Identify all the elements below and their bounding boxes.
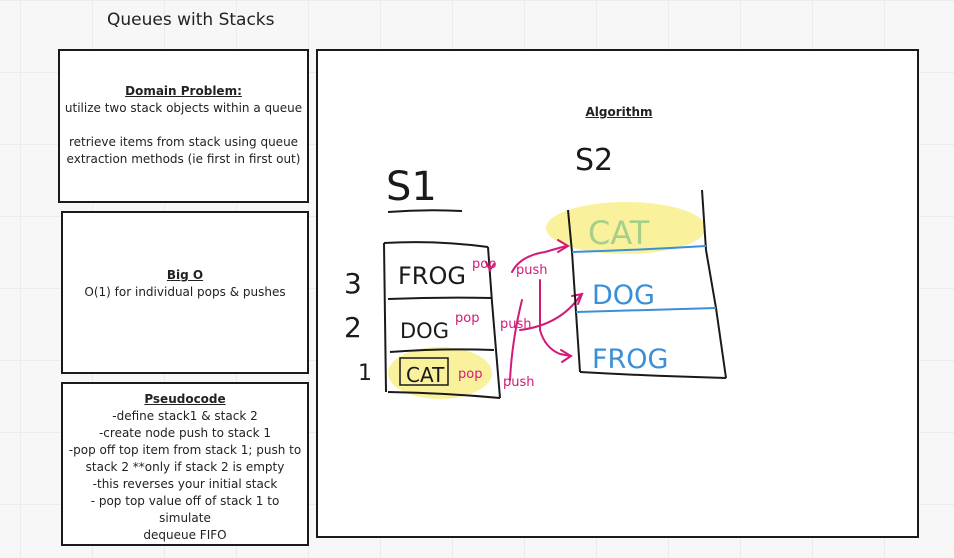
big-o-line: O(1) for individual pops & pushes xyxy=(84,285,286,299)
pseudocode-line: -pop off top item from stack 1; push to xyxy=(68,443,302,457)
pseudocode-heading: Pseudocode xyxy=(144,392,226,406)
row-number: 1 xyxy=(358,361,372,386)
pop-label: pop xyxy=(458,367,482,382)
big-o-heading: Big O xyxy=(166,268,204,282)
stack1-outline xyxy=(383,241,501,399)
domain-problem-line: retrieve items from stack using queue xyxy=(68,135,299,149)
pseudocode-line: stack 2 **only if stack 2 is empty xyxy=(85,460,285,474)
row-number: 3 xyxy=(344,267,362,300)
algorithm-heading: Algorithm xyxy=(585,105,653,119)
push-label: push xyxy=(516,263,548,278)
cat-highlight-s1 xyxy=(388,347,492,399)
stack2-item: CAT xyxy=(588,214,650,252)
pseudocode-line: - pop top value off of stack 1 to simula… xyxy=(90,494,280,525)
push-arrows xyxy=(485,239,584,381)
stack2-item: FROG xyxy=(592,344,668,375)
s1-label: S1 xyxy=(386,164,437,210)
stack2-item: DOG xyxy=(592,280,655,311)
stack2-dividers xyxy=(571,245,717,313)
cat-highlight-s2 xyxy=(546,202,706,254)
row-number: 2 xyxy=(344,311,362,344)
domain-problem-heading: Domain Problem: xyxy=(125,84,242,98)
s2-label: S2 xyxy=(575,143,613,178)
pseudocode-line: -define stack1 & stack 2 xyxy=(112,409,258,423)
cat-box xyxy=(399,357,449,386)
domain-problem-line: extraction methods (ie first in first ou… xyxy=(66,152,301,166)
domain-problem-frame[interactable]: Domain Problem: utilize two stack object… xyxy=(58,49,309,203)
algorithm-frame[interactable]: Algorithm xyxy=(316,49,919,538)
board-title: Queues with Stacks xyxy=(107,10,275,30)
pop-label: pop xyxy=(455,311,479,326)
push-label: push xyxy=(503,375,535,390)
s1-underline xyxy=(387,209,463,213)
stack1-item: CAT xyxy=(406,363,445,387)
pseudocode-line: -this reverses your initial stack xyxy=(92,477,278,491)
stack1-item: DOG xyxy=(400,319,449,343)
pseudocode-line: -create node push to stack 1 xyxy=(98,426,272,440)
pseudocode-frame[interactable]: Pseudocode -define stack1 & stack 2 -cre… xyxy=(61,382,309,546)
domain-problem-line: utilize two stack objects within a queue xyxy=(64,101,303,115)
pseudocode-line: dequeue FIFO xyxy=(143,528,227,542)
stack1-item: FROG xyxy=(398,262,466,290)
big-o-frame[interactable]: Big O O(1) for individual pops & pushes xyxy=(61,211,309,374)
